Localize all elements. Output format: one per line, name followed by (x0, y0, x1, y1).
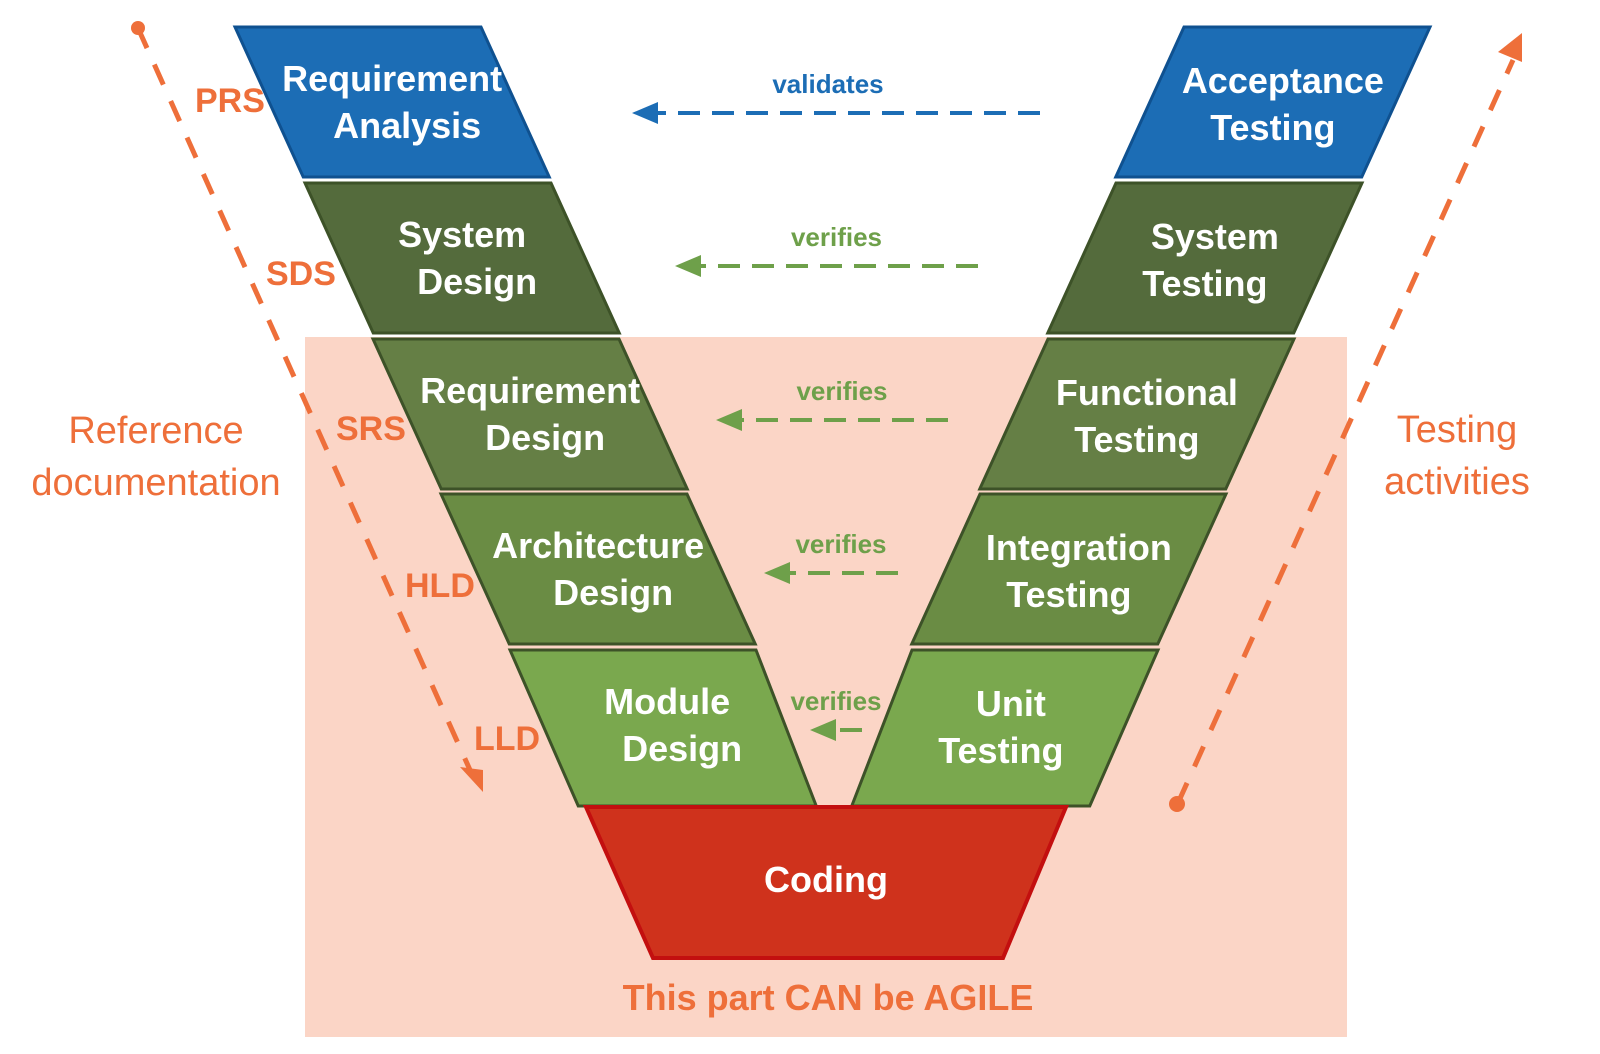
relation-label: verifies (790, 686, 881, 716)
verifies-relation: verifies (675, 222, 978, 277)
testing-phase-shape (1045, 181, 1365, 335)
reference-documentation-label-line1: Reference (68, 410, 243, 452)
design-phase-shape (232, 25, 552, 179)
testing-phase-label-line2: Testing (1074, 419, 1199, 460)
testing-phase-label-line1: Functional (1056, 372, 1238, 413)
reference-documentation-arrow (131, 21, 483, 792)
document-label: LLD (474, 720, 540, 758)
design-phase-label-line1: System (398, 214, 526, 255)
coding-phase: Coding (582, 805, 1070, 960)
design-phase-label-line1: Requirement (282, 58, 502, 99)
testing-phase-shape (1113, 25, 1433, 179)
phase-relations: validates verifies verifies verifies verifie… (632, 69, 1040, 741)
agile-note: This part CAN be AGILE (623, 977, 1034, 1018)
validates-relation: validates (632, 69, 1040, 124)
arrow-left-icon (764, 562, 790, 584)
arrow-left-icon (716, 409, 742, 431)
testing-activities-label-line1: Testing (1397, 409, 1517, 451)
document-label: SRS (336, 410, 406, 448)
testing-arrow-head-icon (1498, 33, 1522, 62)
design-phase-label-line2: Design (622, 728, 742, 769)
document-label: HLD (405, 567, 475, 605)
design-phase-label-line1: Architecture (492, 525, 704, 566)
design-phase-label-line2: Design (553, 572, 673, 613)
document-label: SDS (266, 255, 336, 293)
design-phase-shape (438, 492, 758, 646)
testing-arrow-line (1175, 58, 1516, 805)
verifies-relation: verifies (716, 376, 948, 431)
reference-arrow-start-dot (131, 21, 145, 35)
verifies-relation: verifies (764, 529, 898, 584)
design-phase-label-line2: Design (485, 417, 605, 458)
arrow-left-icon (675, 255, 701, 277)
testing-phases: AcceptanceTestingSystemTestingFunctional… (849, 25, 1433, 808)
testing-activities-arrow (1169, 33, 1522, 812)
testing-phase-label-line2: Testing (1006, 574, 1131, 615)
testing-phase-shape (849, 648, 1161, 808)
relation-label: validates (772, 69, 883, 99)
reference-arrow-line (135, 26, 473, 772)
relation-label: verifies (791, 222, 882, 252)
reference-arrow-head-icon (460, 767, 483, 792)
document-label: PRS (195, 82, 265, 120)
design-phase-label-line1: Requirement (420, 370, 640, 411)
testing-phase-label-line1: System (1151, 216, 1279, 257)
testing-phase-label-line1: Acceptance (1182, 60, 1384, 101)
verifies-relation: verifies (790, 686, 882, 741)
arrow-left-icon (810, 719, 836, 741)
design-phase-shape (370, 337, 690, 491)
testing-activities-label-line2: activities (1384, 461, 1530, 503)
testing-phase-label-line2: Testing (1142, 263, 1267, 304)
testing-phase-label-line2: Testing (938, 730, 1063, 771)
design-phase-label-line2: Analysis (333, 105, 481, 146)
arrow-left-icon (632, 102, 658, 124)
design-phase-label-line2: Design (417, 261, 537, 302)
reference-documentation-label-line2: documentation (31, 462, 280, 504)
design-phase-label-line1: Module (604, 681, 730, 722)
testing-phase-label-line1: Integration (986, 527, 1172, 568)
design-phases: RequirementAnalysisPRSSystemDesignSDSReq… (195, 25, 819, 808)
design-phase-shape (302, 181, 622, 335)
relation-label: verifies (796, 376, 887, 406)
coding-label: Coding (764, 859, 888, 900)
testing-phase-label-line2: Testing (1210, 107, 1335, 148)
testing-arrow-start-dot (1169, 796, 1185, 812)
testing-phase-label-line1: Unit (976, 683, 1046, 724)
testing-phase-shape (909, 492, 1229, 646)
testing-phase-shape (977, 337, 1297, 491)
coding-block (582, 805, 1070, 960)
relation-label: verifies (795, 529, 886, 559)
